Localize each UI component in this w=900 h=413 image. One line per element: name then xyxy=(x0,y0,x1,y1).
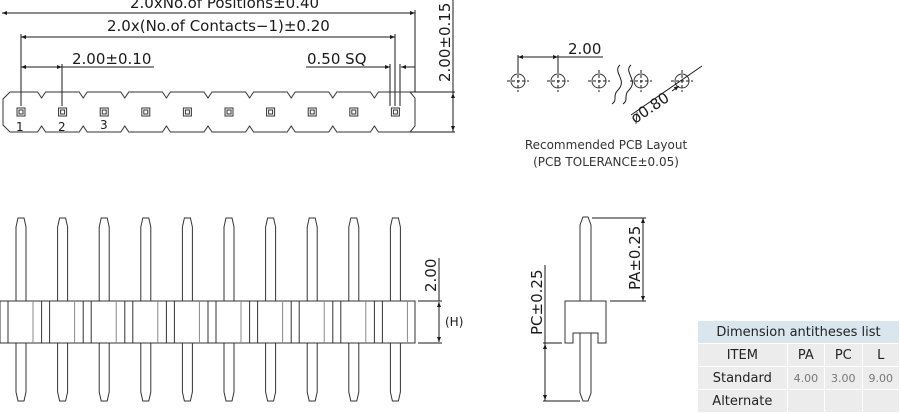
table-row: Standard 4.00 3.00 9.00 xyxy=(697,366,900,390)
overall-length-label: 2.0xNo.of Positions±0.40 xyxy=(130,0,319,12)
pin-square-outer xyxy=(16,107,26,117)
pin-number-2: 2 xyxy=(58,120,66,134)
front-pin-bottom xyxy=(389,343,401,402)
table-title: Dimension antitheses list xyxy=(697,320,900,344)
row-l xyxy=(861,389,900,413)
height-label: 2.00±0.15 xyxy=(436,3,454,82)
pin-square-outer xyxy=(99,107,109,117)
row-l: 9.00 xyxy=(861,366,900,390)
pin-square-inner xyxy=(226,109,232,115)
pin-square-inner xyxy=(101,109,107,115)
pin-square-outer xyxy=(307,107,317,117)
pcb-holes xyxy=(507,70,693,92)
header-pc: PC xyxy=(824,343,863,367)
front-pin-top xyxy=(223,217,235,301)
pin-square-outer xyxy=(141,107,151,117)
front-pin-top xyxy=(98,217,110,301)
row-pc: 3.00 xyxy=(824,366,863,390)
pa-label: PA±0.25 xyxy=(626,226,644,290)
header-body-outline xyxy=(2,91,416,133)
header-pa: PA xyxy=(786,343,826,367)
front-pin-bottom xyxy=(306,343,318,402)
pin-square-outer xyxy=(266,107,276,117)
hole-diameter-leader xyxy=(630,65,703,116)
front-pin-bottom xyxy=(140,343,152,402)
header-l: L xyxy=(861,343,900,367)
front-pin-bottom xyxy=(57,343,69,402)
front-pin-top xyxy=(140,217,152,301)
pitch-label: 2.00±0.10 xyxy=(72,50,151,68)
dimension-table: Dimension antitheses list ITEM PA PC L S… xyxy=(697,320,900,413)
side-pin-bottom xyxy=(579,333,592,402)
front-pitch-label: 2.00 xyxy=(422,259,440,292)
row-item: Alternate xyxy=(697,389,788,413)
pin-square-inner xyxy=(184,109,190,115)
front-view: 2.00 (H) xyxy=(0,217,463,402)
pin-square-outer xyxy=(58,107,68,117)
front-pin-bottom xyxy=(348,343,360,402)
insulator-segments xyxy=(7,301,408,343)
pin-square-inner xyxy=(268,109,274,115)
top-view-pins xyxy=(16,107,400,117)
side-insulator xyxy=(564,300,607,344)
front-view-pins xyxy=(15,217,401,402)
front-pin-bottom xyxy=(265,343,277,402)
break-mark xyxy=(622,64,633,105)
pin-square-inner xyxy=(143,109,149,115)
pin-square-inner xyxy=(351,109,357,115)
pin-square-inner xyxy=(18,109,24,115)
front-pin-top xyxy=(57,217,69,301)
pcb-caption-tolerance: (PCB TOLERANCE±0.05) xyxy=(533,155,679,169)
front-pin-bottom xyxy=(98,343,110,402)
side-view: PA±0.25 PC±0.25 xyxy=(528,216,646,402)
row-item: Standard xyxy=(697,366,788,390)
header-item: ITEM xyxy=(697,343,788,367)
pin-square-inner xyxy=(60,109,66,115)
front-pin-top xyxy=(389,217,401,301)
side-pin-top xyxy=(579,216,592,301)
pin-size-label: 0.50 SQ xyxy=(307,50,367,68)
pcb-layout: 2.00 ø0.80 Recommended PCB Layout (PCB T… xyxy=(507,40,703,169)
table-row: Alternate xyxy=(697,389,900,413)
front-pin-top xyxy=(15,217,27,301)
contacts-span-label: 2.0x(No.of Contacts−1)±0.20 xyxy=(107,17,330,35)
front-pin-top xyxy=(306,217,318,301)
diameter-arrow xyxy=(671,85,680,92)
pcb-pitch-label: 2.00 xyxy=(568,40,601,58)
row-pa: 4.00 xyxy=(786,366,826,390)
pin-number-1: 1 xyxy=(16,120,24,134)
break-mark xyxy=(611,64,622,105)
row-pc xyxy=(824,389,863,413)
pin-square-outer xyxy=(390,107,400,117)
pin-square-inner xyxy=(392,109,398,115)
front-pin-top xyxy=(348,217,360,301)
pin-square-outer xyxy=(349,107,359,117)
pc-label: PC±0.25 xyxy=(528,270,546,336)
front-pin-bottom xyxy=(223,343,235,402)
pin-number-3: 3 xyxy=(100,118,108,132)
insulator-height-label: (H) xyxy=(445,315,463,329)
front-pin-top xyxy=(181,217,193,301)
pin-square-outer xyxy=(224,107,234,117)
top-view: 2.0xNo.of Positions±0.40 2.0x(No.of Cont… xyxy=(2,0,455,134)
table-header-row: ITEM PA PC L xyxy=(697,343,900,367)
pin-square-inner xyxy=(309,109,315,115)
front-pin-bottom xyxy=(15,343,27,402)
front-pin-bottom xyxy=(181,343,193,402)
row-pa xyxy=(786,389,826,413)
front-pin-top xyxy=(265,217,277,301)
pin-square-outer xyxy=(182,107,192,117)
hole-diameter-label: ø0.80 xyxy=(627,89,672,128)
pcb-caption-title: Recommended PCB Layout xyxy=(525,138,688,152)
